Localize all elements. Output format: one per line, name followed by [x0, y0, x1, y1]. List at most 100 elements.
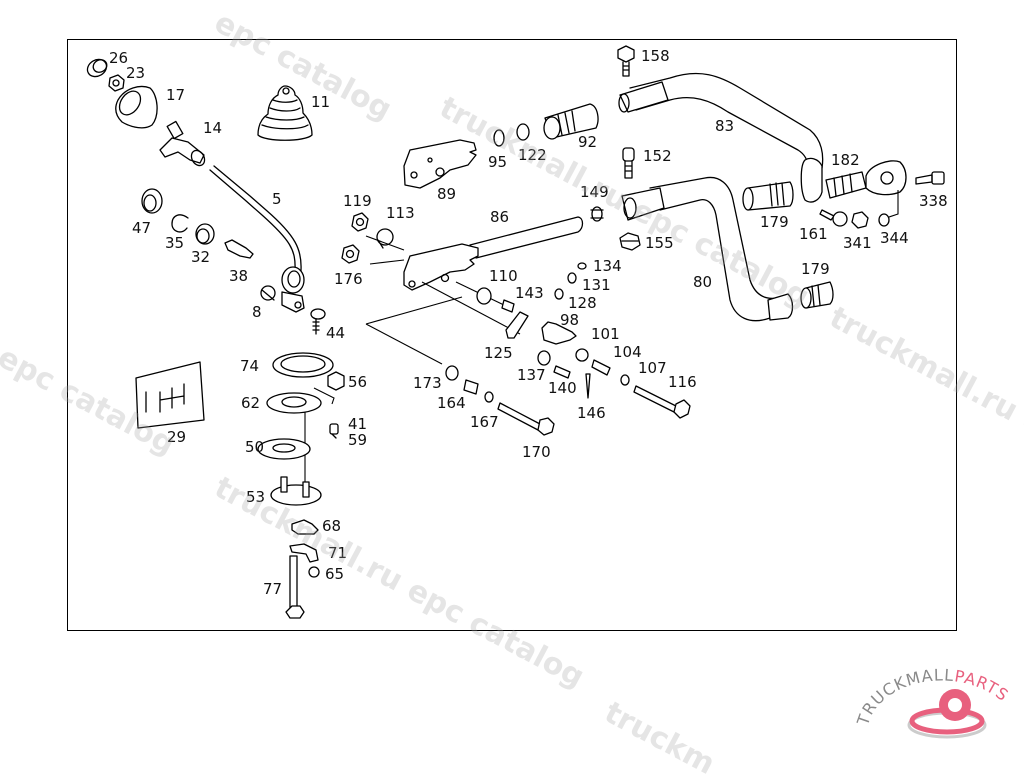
part-98-lever[interactable]: [541, 321, 577, 345]
part-68-clamp[interactable]: [291, 519, 319, 535]
callout-53[interactable]: 53: [246, 488, 266, 506]
part-134-washer[interactable]: [577, 262, 587, 270]
callout-101[interactable]: 101: [591, 325, 620, 343]
part-11-boot[interactable]: [257, 85, 313, 141]
callout-56[interactable]: 56: [348, 373, 368, 391]
callout-77[interactable]: 77: [263, 580, 283, 598]
part-122-ring[interactable]: [516, 123, 530, 141]
part-44-screw[interactable]: [310, 308, 326, 335]
part-65-cap[interactable]: [308, 566, 320, 578]
callout-155[interactable]: 155: [645, 234, 674, 252]
callout-161[interactable]: 161: [799, 225, 828, 243]
callout-134[interactable]: 134: [593, 257, 622, 275]
part-95-ring[interactable]: [493, 129, 505, 147]
callout-68[interactable]: 68: [322, 517, 342, 535]
callout-338[interactable]: 338: [919, 192, 948, 210]
callout-143[interactable]: 143: [515, 284, 544, 302]
part-32-bushing[interactable]: [195, 223, 215, 245]
callout-38[interactable]: 38: [229, 267, 249, 285]
callout-140[interactable]: 140: [548, 379, 577, 397]
part-23-nut[interactable]: [108, 74, 125, 92]
callout-164[interactable]: 164: [437, 394, 466, 412]
callout-14[interactable]: 14: [203, 119, 223, 137]
callout-59[interactable]: 59: [348, 431, 368, 449]
part-74-boot-ring[interactable]: [272, 352, 334, 378]
callout-173[interactable]: 173: [413, 374, 442, 392]
callout-152[interactable]: 152: [643, 147, 672, 165]
callout-119[interactable]: 119: [343, 192, 372, 210]
part-86-shift-shaft[interactable]: [403, 216, 584, 291]
part-116-bolt[interactable]: [633, 385, 691, 419]
part-170-bolt[interactable]: [497, 402, 555, 436]
part-119-nut[interactable]: [351, 212, 369, 232]
callout-146[interactable]: 146: [577, 404, 606, 422]
callout-179a[interactable]: 179: [760, 213, 789, 231]
part-47-bushing[interactable]: [141, 188, 163, 214]
part-146-cotter-pin[interactable]: [585, 373, 591, 399]
callout-83[interactable]: 83: [715, 117, 735, 135]
part-143-pin[interactable]: [501, 299, 515, 313]
part-173-washer[interactable]: [445, 365, 459, 381]
part-14-lever-head[interactable]: [159, 120, 207, 167]
callout-149[interactable]: 149: [580, 183, 609, 201]
part-107-washer[interactable]: [620, 374, 630, 386]
part-41-stud[interactable]: [329, 423, 339, 439]
part-182-ball-joint[interactable]: [800, 157, 907, 203]
part-137-bushing[interactable]: [537, 350, 551, 366]
callout-65[interactable]: 65: [325, 565, 345, 583]
callout-17[interactable]: 17: [166, 86, 186, 104]
part-53-base-plate[interactable]: [270, 476, 322, 506]
callout-341[interactable]: 341: [843, 234, 872, 252]
part-125-link[interactable]: [505, 311, 529, 339]
callout-158[interactable]: 158: [641, 47, 670, 65]
callout-29[interactable]: 29: [167, 428, 187, 446]
part-152-bolt[interactable]: [622, 147, 635, 179]
callout-167[interactable]: 167: [470, 413, 499, 431]
part-56-nut[interactable]: [327, 371, 345, 391]
part-176-nut[interactable]: [341, 244, 360, 264]
callout-122[interactable]: 122: [518, 146, 547, 164]
part-158-bolt[interactable]: [617, 45, 635, 77]
part-35-circlip[interactable]: [171, 214, 189, 233]
callout-113[interactable]: 113: [386, 204, 415, 222]
part-38-pin[interactable]: [224, 239, 254, 259]
callout-8[interactable]: 8: [252, 303, 262, 321]
part-92-sleeve[interactable]: [543, 103, 599, 140]
callout-104[interactable]: 104: [613, 343, 642, 361]
callout-98[interactable]: 98: [560, 311, 580, 329]
part-179-threaded-sleeve-2[interactable]: [800, 281, 834, 309]
part-26-cap[interactable]: [84, 56, 109, 80]
callout-74[interactable]: 74: [240, 357, 260, 375]
callout-80[interactable]: 80: [693, 273, 713, 291]
part-29-shift-pattern-plate[interactable]: [135, 361, 205, 429]
callout-131[interactable]: 131: [582, 276, 611, 294]
part-128-washer[interactable]: [554, 288, 564, 300]
part-164-bushing[interactable]: [463, 379, 479, 395]
part-341-nut[interactable]: [851, 211, 869, 229]
part-8-sleeve[interactable]: [260, 285, 276, 301]
callout-92[interactable]: 92: [578, 133, 598, 151]
part-140-pin[interactable]: [553, 365, 571, 379]
part-338-bolt[interactable]: [915, 171, 945, 185]
callout-47[interactable]: 47: [132, 219, 152, 237]
callout-110[interactable]: 110: [489, 267, 518, 285]
part-344-washer[interactable]: [878, 213, 890, 227]
part-80-shift-tube[interactable]: [621, 176, 794, 322]
callout-35[interactable]: 35: [165, 234, 185, 252]
callout-5[interactable]: 5: [272, 190, 282, 208]
callout-71[interactable]: 71: [328, 544, 348, 562]
callout-179b[interactable]: 179: [801, 260, 830, 278]
callout-50[interactable]: 50: [245, 438, 265, 456]
part-101-bushing[interactable]: [575, 348, 589, 362]
part-179-threaded-sleeve[interactable]: [742, 181, 794, 211]
callout-128[interactable]: 128: [568, 294, 597, 312]
part-89-bracket[interactable]: [403, 139, 477, 189]
callout-170[interactable]: 170: [522, 443, 551, 461]
part-17-knob[interactable]: [115, 85, 158, 129]
callout-182[interactable]: 182: [831, 151, 860, 169]
part-167-washer[interactable]: [484, 391, 494, 403]
callout-62[interactable]: 62: [241, 394, 261, 412]
part-155-nut[interactable]: [619, 232, 641, 251]
part-62-plate[interactable]: [266, 392, 322, 414]
part-83-shift-tube[interactable]: [618, 72, 824, 169]
